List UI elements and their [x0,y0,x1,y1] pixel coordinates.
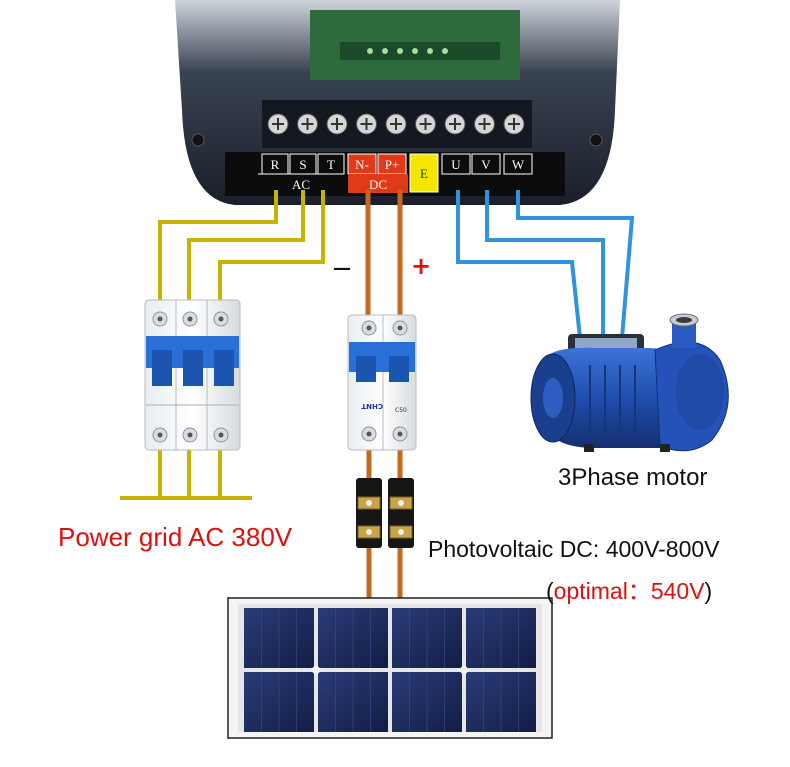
terminal-label-e: E [420,166,428,181]
terminal-cell [471,153,501,175]
optimal-voltage-label: (optimal：540V) [546,572,712,606]
terminal-label-v: V [481,157,491,172]
optimal-paren-close: ) [704,578,713,604]
power-grid-label: Power grid AC 380V [58,522,293,552]
photovoltaic-label: Photovoltaic DC: 400V-800V [428,536,720,562]
terminal-cell [503,153,533,175]
terminal-label-n: N- [355,157,369,172]
terminal-label-s: S [299,157,306,172]
dc-wires [365,190,403,600]
group-label-dc: DC [369,177,387,192]
terminal-label-t: T [327,157,335,172]
solar-panel [227,597,553,739]
terminal-label-w: W [512,157,525,172]
optimal-paren-open: ( [546,578,554,604]
three-phase-motor [530,313,729,452]
ac-wire-t [218,190,325,300]
dc-fuse-holders [356,478,414,548]
mounting-hole [589,133,603,147]
motor-label: 3Phase motor [558,464,708,491]
terminal-cell [409,153,439,193]
terminal-label-u: U [451,157,461,172]
motor-wire-w [516,190,635,339]
dc-breaker-rating: C50 [395,407,407,414]
motor-wire-u [456,190,582,339]
dc-circuit-breaker: C50 CHNT [347,314,417,451]
group-label-ac: AC [292,177,310,192]
negative-polarity-mark: − [331,254,353,284]
terminal-label-r: R [271,157,280,172]
ac-wires [120,190,325,500]
terminal-cell [441,153,471,175]
motor-wire-v [485,190,605,338]
terminal-label-p: P+ [385,157,400,172]
inverter: R S T N- P+ E U V W AC DC [175,0,620,205]
positive-polarity-mark: + [411,252,431,280]
optimal-voltage-value: optimal：540V [553,578,705,604]
ac-wire-r [158,190,278,300]
dc-breaker-brand: CHNT [361,402,383,410]
ground-bus-wire [120,440,252,500]
motor-wires [456,190,635,339]
mounting-hole [191,133,205,147]
ac-circuit-breaker [144,299,241,451]
ac-wire-s [187,190,305,300]
